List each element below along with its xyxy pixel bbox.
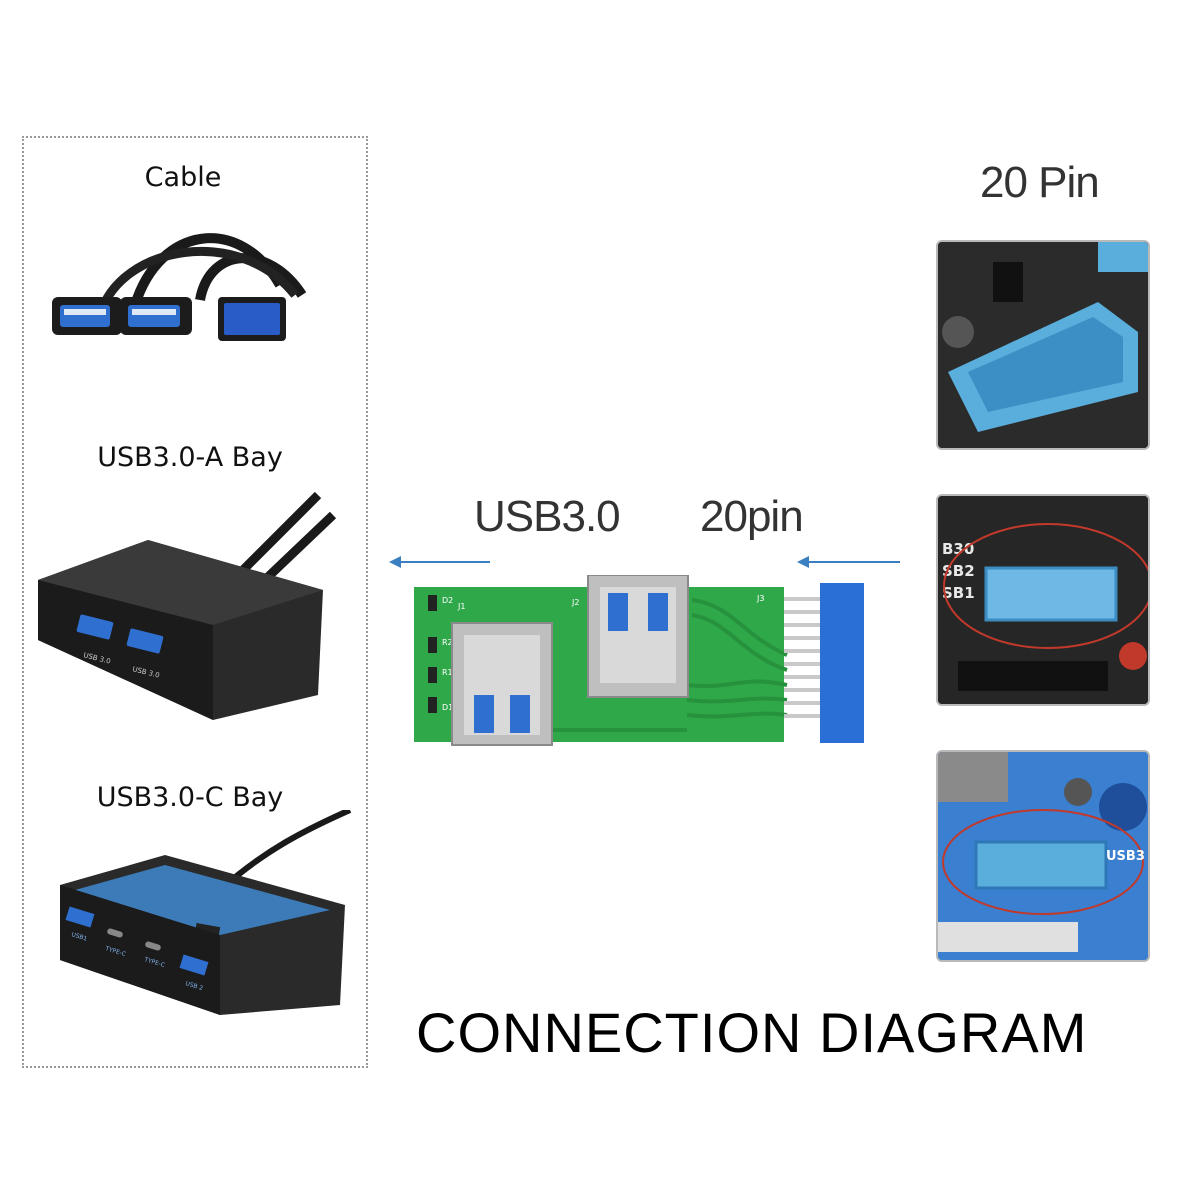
- connection-diagram-title: CONNECTION DIAGRAM: [416, 1001, 1088, 1064]
- a-bay-port-2: [126, 628, 164, 654]
- pcb-resistors: [428, 595, 437, 713]
- photo3-bottom-slot: [938, 922, 1078, 952]
- photo3-text-usb3: USB3: [1106, 849, 1145, 864]
- 20pin-label: 20pin: [700, 492, 804, 541]
- usb-port-j1: [451, 622, 553, 746]
- c-bay-port-typec-2: [145, 941, 161, 951]
- c-bay-board: [75, 865, 330, 935]
- usb-port-j2: [587, 575, 689, 698]
- 20-pin-label: 20 Pin: [980, 158, 1100, 207]
- photo1-capacitor: [942, 316, 974, 348]
- pcb-text-r2: R2: [442, 638, 453, 647]
- right-arrow: [797, 556, 900, 568]
- left-panel: [22, 136, 368, 1068]
- photo2-capacitor: [1119, 642, 1147, 670]
- c-bay-port-typec-1: [107, 928, 123, 938]
- 20pin-connector: [218, 297, 286, 341]
- c-bay-port-usb1: [65, 906, 95, 928]
- motherboard-photo-3: USB3: [936, 750, 1150, 962]
- photo1-blue-part: [1098, 242, 1148, 272]
- photo2-chip-row: [958, 661, 1108, 691]
- photo2-text-sb1: SB1: [942, 584, 975, 602]
- photo3-header: [974, 840, 1108, 890]
- pcb-text-j1: J1: [457, 602, 465, 611]
- a-bay-port-1: [76, 614, 114, 640]
- pcb-text-d2: D2: [442, 596, 453, 605]
- cable-label: Cable: [144, 162, 222, 193]
- c-bay-port-usb2: [179, 954, 209, 976]
- motherboard-photo-2: B30 SB2 SB1: [936, 494, 1150, 706]
- pcb-traces: [552, 598, 788, 732]
- photo2-header: [984, 566, 1118, 622]
- photo2-red-circle: [943, 523, 1148, 649]
- photo2-text-b30: B30: [942, 540, 974, 558]
- c-bay-label: USB3.0-C Bay: [96, 782, 284, 813]
- c-bay-image: USB1 TYPE-C TYPE-C USB 2: [60, 810, 352, 1015]
- arrows: [389, 556, 900, 568]
- photo3-capacitor: [1064, 778, 1092, 806]
- left-arrow: [389, 556, 490, 568]
- a-bay-label: USB3.0-A Bay: [97, 442, 283, 473]
- photo3-top-parts: [938, 752, 1008, 802]
- usb-a-connector-right: [120, 297, 192, 335]
- usb30-label: USB3.0: [474, 492, 621, 541]
- cable-wire: [95, 247, 299, 317]
- pcb-text-j3: J3: [756, 594, 764, 603]
- a-bay-top: [38, 540, 323, 625]
- photo3-red-circle: [942, 809, 1144, 915]
- a-bay-image: USB 3.0 USB 3.0: [38, 491, 337, 720]
- c-bay-front: [60, 885, 220, 1015]
- motherboard-photo-1: [936, 240, 1150, 450]
- photo1-chip: [993, 262, 1023, 302]
- pcb-text-j2: J2: [571, 598, 579, 607]
- photo3-round-part: [1099, 783, 1147, 831]
- pcb-text-d1: D1: [442, 703, 453, 712]
- cable-image: [52, 233, 307, 341]
- usb-a-connector-left: [52, 297, 122, 335]
- photo1-header: [948, 302, 1138, 432]
- pcb-text-r1: R1: [442, 668, 453, 677]
- c-bay-port-label-1: USB1: [70, 931, 88, 942]
- pin-header-20: [784, 583, 864, 743]
- pcb-adapter: D2 R2 R1 D1 J1 J2 J3: [414, 575, 864, 746]
